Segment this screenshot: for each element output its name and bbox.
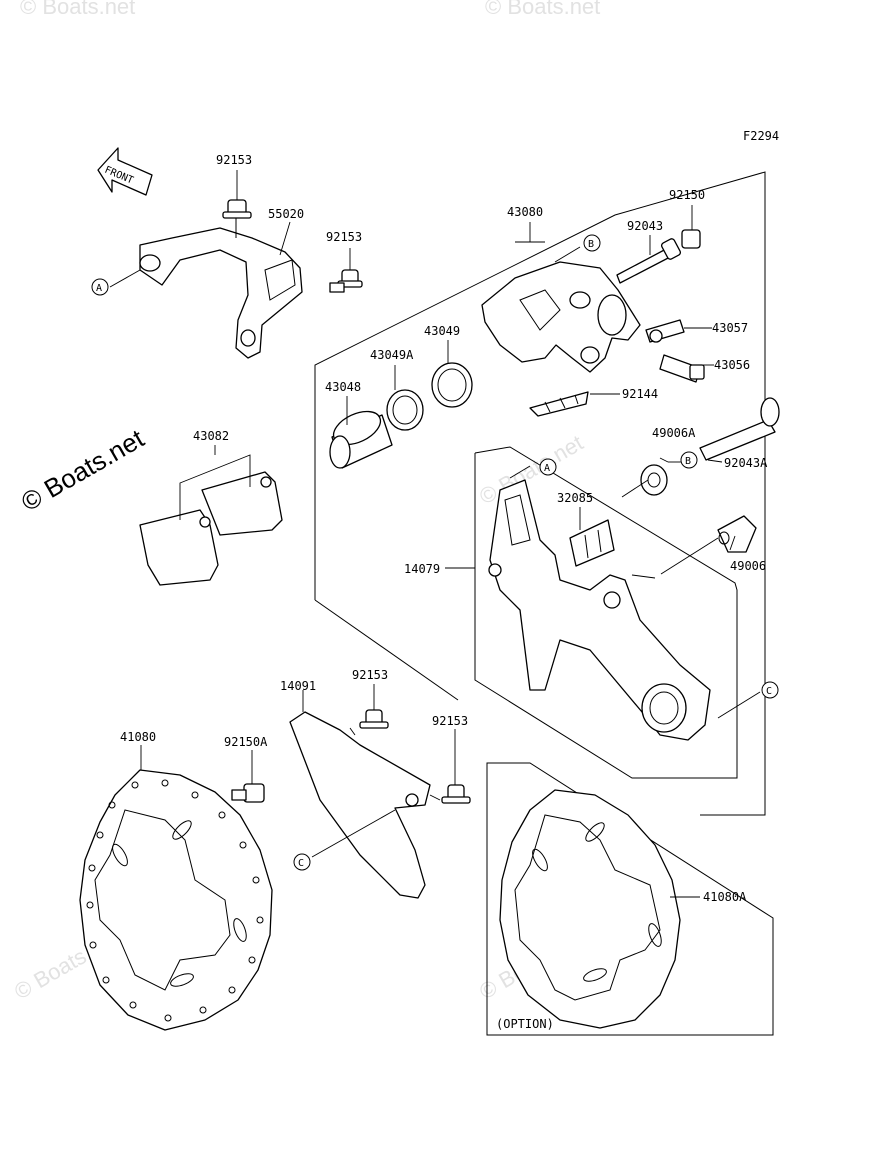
label-14079: 14079: [404, 562, 440, 576]
label-41080: 41080: [120, 730, 156, 744]
ref-marker-a-left-label: A: [96, 283, 102, 294]
watermark-brand: © Boats.net: [16, 423, 150, 517]
label-43049a: 43049A: [370, 348, 414, 362]
part-labels: 92153 55020 92153 43080 92150 92043 4305…: [120, 153, 768, 1031]
ref-marker-b-pin: B: [680, 451, 698, 469]
piston-43048: [329, 410, 393, 469]
label-92153-top: 92153: [216, 153, 252, 167]
shim-32085: [569, 519, 615, 567]
bolt-92153-guard-a: [359, 709, 389, 729]
valve-43056: [659, 354, 705, 383]
watermark-top-left: © Boats.net: [20, 0, 135, 19]
ref-marker-c-bracket: C: [761, 681, 779, 699]
bolt-92150a: [231, 783, 265, 803]
assembly-frame: [314, 171, 766, 816]
label-32085: 32085: [557, 491, 593, 505]
leader-lines: [109, 170, 761, 898]
cap-92150: [681, 229, 701, 249]
bolt-92153-top: [222, 199, 252, 238]
label-43080: 43080: [507, 205, 543, 219]
label-92144: 92144: [622, 387, 658, 401]
caliper-bracket: [488, 479, 711, 741]
ref-marker-b-caliper: B: [583, 234, 601, 252]
label-14091: 14091: [280, 679, 316, 693]
label-92153-bracket: 92153: [326, 230, 362, 244]
watermark-top-right: © Boats.net: [485, 0, 600, 19]
bolt-92153-guard-b: [441, 784, 471, 804]
label-43049: 43049: [424, 324, 460, 338]
caliper-body: [481, 261, 641, 373]
pin-92043a: [699, 397, 780, 461]
spring-92144: [529, 391, 589, 417]
label-92153-guard-a: 92153: [352, 668, 388, 682]
ref-marker-c-guard: C: [293, 853, 311, 871]
front-arrow-icon: FRONT: [97, 147, 153, 196]
bolt-92153-bracket: [329, 269, 363, 293]
label-92150a: 92150A: [224, 735, 268, 749]
disc-guard: [289, 711, 431, 899]
ref-marker-b-pin-label: B: [685, 456, 691, 467]
label-55020: 55020: [268, 207, 304, 221]
label-43048: 43048: [325, 380, 361, 394]
label-49006: 49006: [730, 559, 766, 573]
disc-holes: [86, 779, 264, 1022]
label-49006a: 49006A: [652, 426, 696, 440]
caliper-mount-bracket: [139, 227, 303, 359]
brake-disc: [79, 769, 273, 1031]
brake-pads: [139, 471, 283, 586]
ref-marker-a-left: A: [91, 278, 109, 296]
bleeder-43057: [645, 319, 685, 343]
label-43057: 43057: [712, 321, 748, 335]
label-92043a: 92043A: [724, 456, 768, 470]
option-frame: [486, 762, 774, 1036]
option-note: (OPTION): [496, 1017, 554, 1031]
ref-marker-a-bracket-label: A: [544, 463, 550, 474]
ref-marker-a-bracket: A: [539, 458, 557, 476]
figure-code: F2294: [743, 129, 779, 143]
label-92150: 92150: [669, 188, 705, 202]
brake-disc-option: [499, 789, 681, 1029]
boot-49006: [717, 515, 757, 553]
label-43056: 43056: [714, 358, 750, 372]
seal-43049: [431, 362, 473, 408]
frame-edge-lower: [314, 599, 459, 701]
label-43082: 43082: [193, 429, 229, 443]
label-92153-guard-b: 92153: [432, 714, 468, 728]
ref-marker-c-guard-label: C: [298, 858, 304, 869]
label-41080a: 41080A: [703, 890, 747, 904]
ref-marker-c-bracket-label: C: [766, 686, 772, 697]
seal-43049a: [386, 389, 424, 431]
label-92043: 92043: [627, 219, 663, 233]
ref-marker-b-caliper-label: B: [588, 239, 594, 250]
pin-92043: [616, 238, 681, 284]
boot-49006a: [640, 464, 668, 496]
